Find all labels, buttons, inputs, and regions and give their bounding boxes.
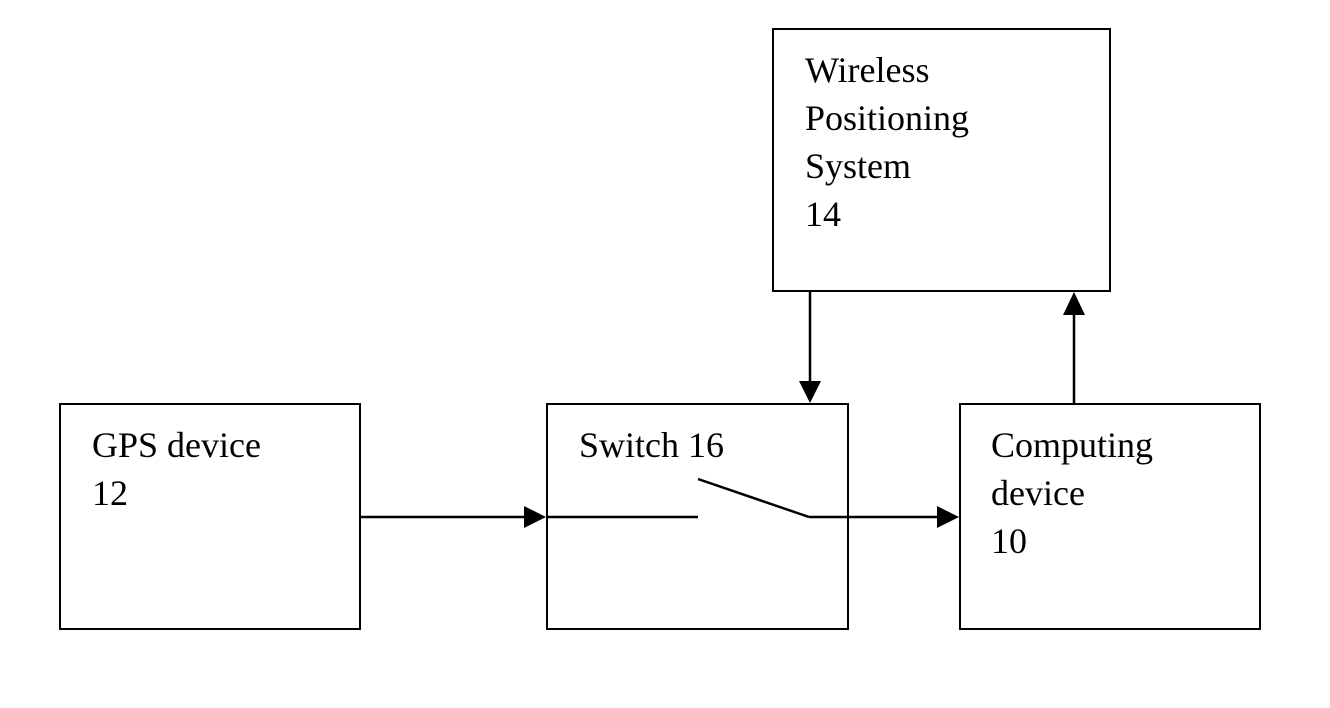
computing-to-wps-arrowhead [1063,292,1085,315]
switch-to-computing-arrowhead [937,506,959,528]
switch-blade-line [698,479,809,517]
wps-to-switch-arrowhead [799,381,821,403]
gps-to-switch-arrowhead [524,506,546,528]
